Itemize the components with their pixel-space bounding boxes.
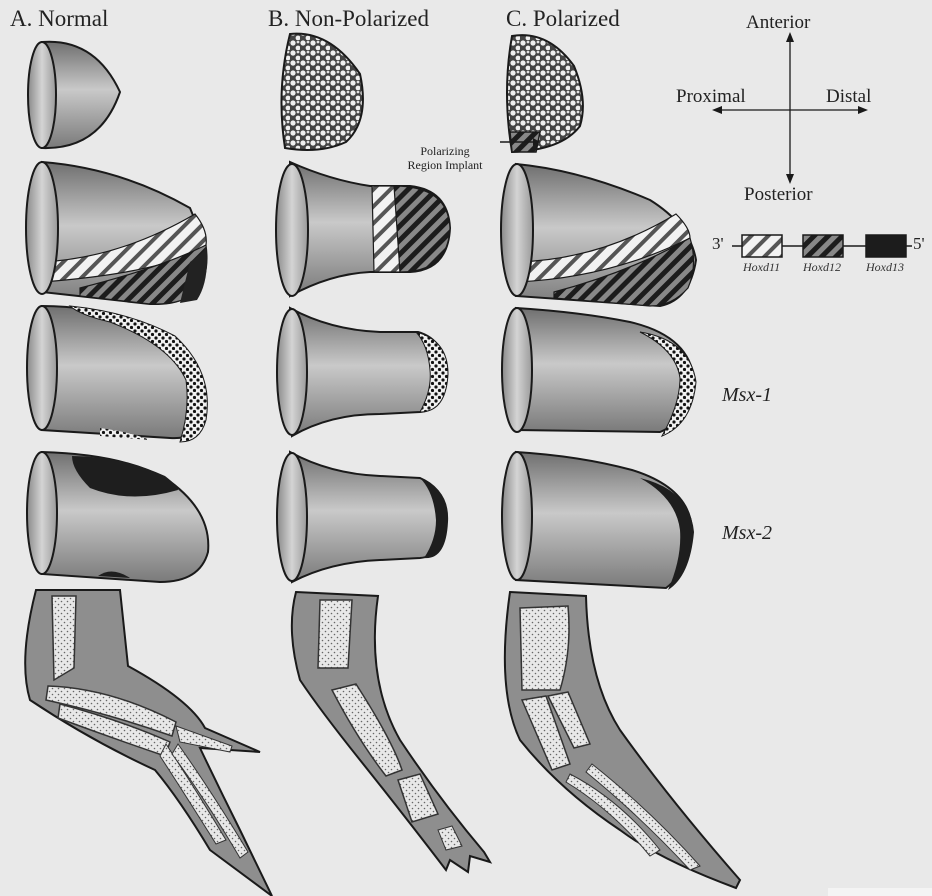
limb-skeleton [25,590,272,896]
hoxd13-label: Hoxd13 [866,260,904,275]
limb-bud-hox-expression [26,162,207,304]
column-c [501,35,740,888]
column-title-c: C. Polarized [506,6,620,32]
hoxd-gene-map [732,235,912,257]
limb-bud-early [507,35,583,152]
limb-bud-msx1 [502,308,696,436]
hoxd12-box [803,235,843,257]
msx2-label: Msx-2 [722,522,772,545]
column-a [25,42,272,896]
hoxd12-label: Hoxd12 [803,260,841,275]
polarizing-region-label: Polarizing Region Implant [390,144,500,172]
hoxd13-box [866,235,906,257]
msx1-label: Msx-1 [722,384,772,407]
posterior-label: Posterior [744,184,813,206]
orientation-axes [712,32,868,184]
column-title-a: A. Normal [10,6,108,32]
limb-skeleton [505,592,740,888]
three-prime-label: 3' [712,234,724,254]
limb-bud-msx2 [27,452,208,582]
limb-bud-msx2 [277,452,448,582]
limb-bud-msx1 [277,308,448,436]
limb-bud-early [281,34,362,150]
anterior-label: Anterior [746,12,810,34]
five-prime-label: 5' [913,234,925,254]
polarizing-line2: Region Implant [390,158,500,172]
column-title-b: B. Non-Polarized [268,6,429,32]
hoxd11-label: Hoxd11 [743,260,780,275]
limb-bud-hox-expression [276,162,450,296]
limb-skeleton [292,592,490,872]
limb-bud-msx1 [27,306,207,442]
polarizing-line1: Polarizing [390,144,500,158]
corner-mark [828,888,932,896]
hoxd11-box [742,235,782,257]
limb-bud-hox-expression [501,164,696,306]
limb-bud-msx2 [502,452,694,590]
proximal-label: Proximal [676,86,746,108]
limb-bud-early [28,42,120,148]
distal-label: Distal [826,86,871,108]
